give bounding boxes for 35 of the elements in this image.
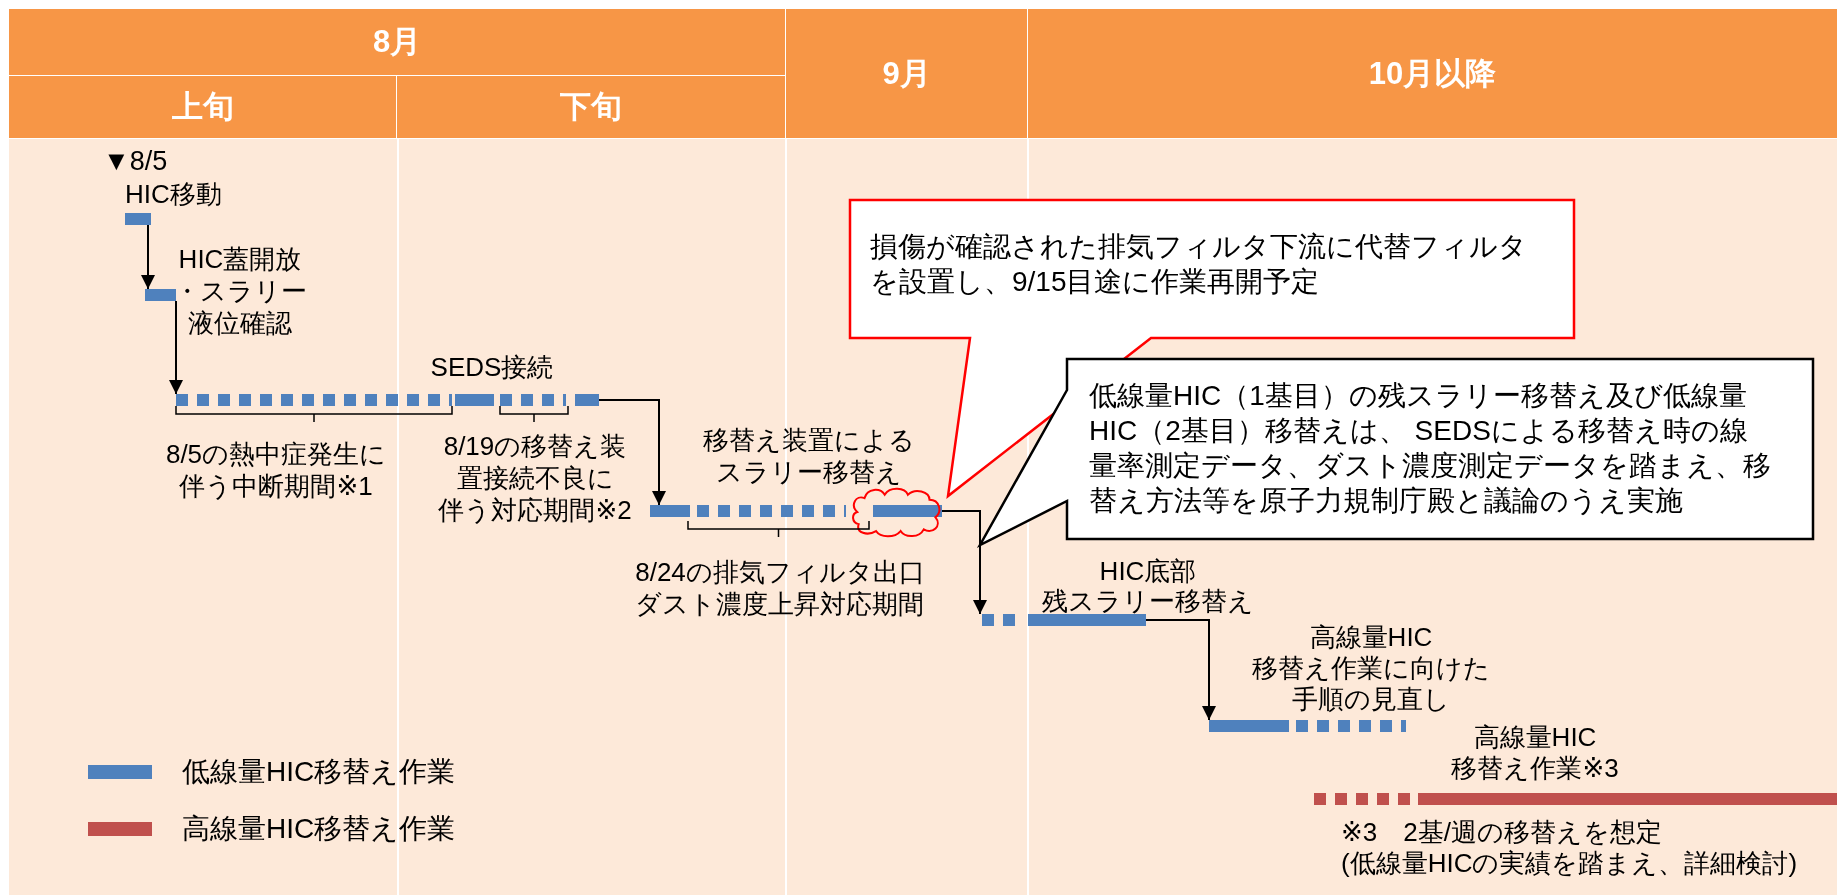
date-marker: ▼8/5 (103, 145, 168, 177)
task-label: 高線量HIC移替え作業に向けた手順の見直し (1252, 622, 1490, 715)
task-bar (176, 394, 599, 406)
period-note: 8/19の移替え装置接続不良に伴う対応期間※2 (438, 430, 632, 526)
arrow (941, 510, 987, 615)
period-note: 8/24の排気フィルタ出口ダスト濃度上昇対応期間 (635, 556, 925, 620)
task-bar (982, 614, 1146, 626)
task-label: 移替え装置によるスラリー移替え (703, 424, 915, 488)
legend-label: 高線量HIC移替え作業 (182, 812, 456, 846)
month-header: 9月 (786, 9, 1027, 138)
task-label: HIC蓋開放・スラリー液位確認 (173, 243, 307, 339)
footnote: ※3 2基/週の移替えを想定 (1341, 816, 1662, 848)
arrow (598, 399, 666, 506)
arrow (141, 224, 155, 290)
footnote: (低線量HICの実績を踏まえ、詳細検討) (1341, 847, 1798, 879)
month-header: 下旬 (397, 76, 785, 138)
task-bar (1314, 793, 1837, 805)
task-label: SEDS接続 (430, 351, 554, 383)
task-bar (650, 505, 942, 517)
task-bar (145, 289, 176, 301)
callout-text: 低線量HIC（1基目）の残スラリー移替え及び低線量HIC（2基目）移替えは、 SEDSによる移替え時の線量率測定データ、ダスト濃度測定データを踏まえ、移替え方法等を原子力規制庁殿と議論のうえ実施 (1089, 379, 1771, 518)
task-label: 高線量HIC移替え作業※3 (1451, 722, 1619, 784)
arrow (1145, 619, 1216, 721)
month-header: 8月 (9, 9, 785, 75)
month-header: 10月以降 (1028, 9, 1837, 138)
month-header: 上旬 (9, 76, 396, 138)
task-bar (1209, 720, 1406, 732)
task-bar (125, 213, 151, 225)
callout-box (980, 359, 1813, 545)
period-note: 8/5の熱中症発生に伴う中断期間※1 (165, 438, 387, 502)
task-label: HIC底部残スラリー移替え (1042, 556, 1254, 616)
arrow (169, 300, 183, 395)
task-label: HIC移動 (125, 178, 222, 210)
legend-label: 低線量HIC移替え作業 (182, 755, 456, 789)
callout-text: 損傷が確認された排気フィルタ下流に代替フィルタを設置し、9/15目途に作業再開予定 (870, 230, 1527, 299)
